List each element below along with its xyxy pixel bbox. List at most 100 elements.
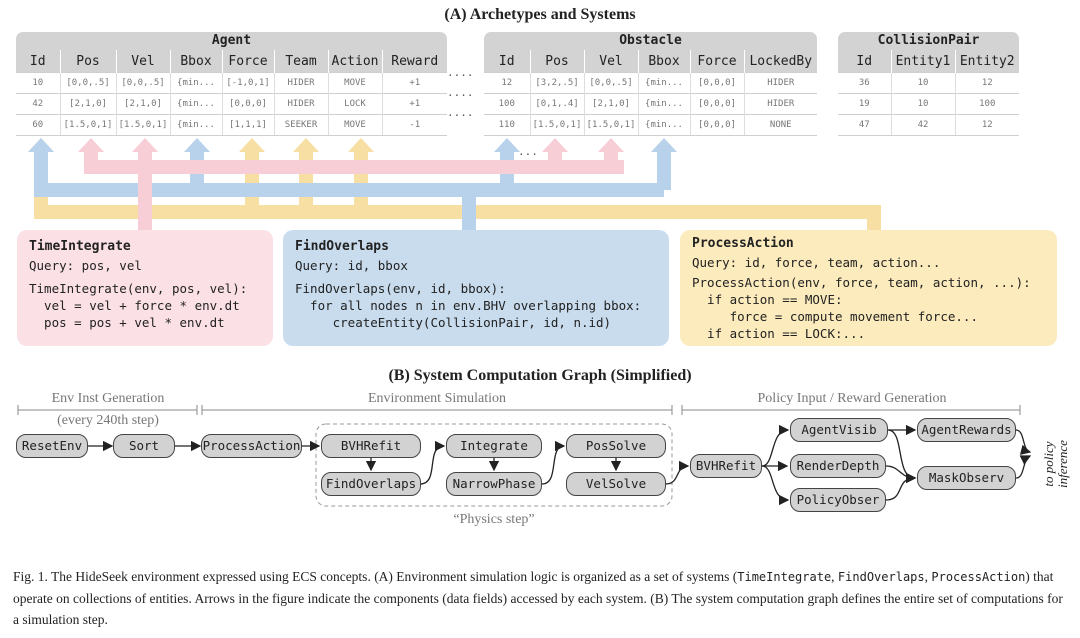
- agent-table-ellipsis: ....: [447, 106, 474, 119]
- phase-env-inst-note: (every 240th step): [57, 413, 159, 428]
- code-line: pos = pos + vel * env.dt: [29, 315, 225, 330]
- table-cell: [3,2,.5]: [529, 72, 584, 94]
- table-cell: -1: [381, 114, 447, 136]
- column-header: Bbox: [169, 50, 222, 73]
- code-line: for all nodes n in env.BHV overlapping b…: [295, 298, 642, 313]
- agent-table-ellipsis: ....: [447, 66, 474, 79]
- node-sort: Sort: [113, 434, 175, 458]
- code-line: vel = vel + force * env.dt: [29, 298, 240, 313]
- table-row: 110[1.5,0,1][1.5,0,1]{min...[0,0,0]NONE: [484, 114, 817, 136]
- phase-env-inst-label: Env Inst Generation: [51, 391, 165, 406]
- collision-pair-table-title: CollisionPair: [838, 32, 1019, 50]
- table-cell: MOVE: [327, 72, 382, 94]
- table-cell: {min...: [637, 114, 690, 136]
- to-policy-inference-label: to policy inference: [1030, 430, 1080, 490]
- column-header: Reward: [381, 50, 447, 73]
- column-header: Vel: [115, 50, 170, 73]
- caption-code: TimeIntegrate: [737, 570, 832, 584]
- node-find-overlaps: FindOverlaps: [321, 472, 421, 496]
- phase-policy-label: Policy Input / Reward Generation: [757, 391, 947, 406]
- section-b-title: (B) System Computation Graph (Simplified…: [388, 367, 692, 384]
- caption-text: ,: [924, 569, 932, 584]
- node-vel-solve: VelSolve: [566, 472, 666, 496]
- table-cell: [1.5,0,1]: [529, 114, 584, 136]
- table-cell: 10: [890, 72, 955, 94]
- column-header: Pos: [529, 50, 584, 73]
- column-header: LockedBy: [743, 50, 817, 73]
- column-header: Entity1: [890, 50, 955, 73]
- table-cell: {min...: [169, 93, 222, 115]
- obstacle-table: Obstacle Id Pos Vel Bbox Force LockedBy …: [484, 32, 817, 136]
- table-cell: HIDER: [273, 72, 328, 94]
- table-cell: [0,0,.5]: [583, 72, 638, 94]
- to-policy-label: to policy: [1041, 441, 1056, 487]
- table-cell: HIDER: [743, 72, 817, 94]
- process-action-system: ProcessAction Query: id, force, team, ac…: [680, 230, 1057, 346]
- code-line: force = compute movement force...: [692, 309, 978, 324]
- table-cell: [0,0,0]: [689, 72, 744, 94]
- table-cell: [0,0,0]: [689, 114, 744, 136]
- time-integrate-system: TimeIntegrate Query: pos, vel TimeIntegr…: [17, 230, 273, 346]
- column-header: Action: [327, 50, 382, 73]
- figure-caption: Fig. 1. The HideSeek environment express…: [13, 566, 1068, 630]
- table-cell: 10: [890, 93, 955, 115]
- table-row: 12[3,2,.5][0,0,.5]{min...[0,0,0]HIDER: [484, 72, 817, 94]
- table-row: 100[0,1,.4][2,1,0]{min...[0,0,0]HIDER: [484, 93, 817, 115]
- table-cell: 12: [484, 72, 530, 94]
- caption-code: FindOverlaps: [837, 570, 925, 584]
- table-cell: 36: [838, 72, 891, 94]
- agent-table-title: Agent: [16, 32, 447, 50]
- table-cell: NONE: [743, 114, 817, 136]
- node-pos-solve: PosSolve: [566, 434, 666, 458]
- table-cell: [-1,0,1]: [221, 72, 274, 94]
- table-cell: 100: [484, 93, 530, 115]
- code-line: TimeIntegrate(env, pos, vel):: [29, 281, 248, 296]
- caption-code: ProcessAction: [931, 570, 1026, 584]
- code-line: createEntity(CollisionPair, id, n.id): [295, 315, 612, 330]
- node-bvh-refit-1: BVHRefit: [321, 434, 421, 458]
- pink-arrows: [78, 138, 624, 230]
- table-cell: 47: [838, 114, 891, 136]
- column-header: Id: [838, 50, 891, 73]
- node-reset-env: ResetEnv: [16, 434, 88, 458]
- table-cell: [2,1,0]: [115, 93, 170, 115]
- table-cell: 10: [16, 72, 60, 94]
- table-cell: [1.5,0,1]: [115, 114, 170, 136]
- table-cell: [0,0,0]: [221, 93, 274, 115]
- code-line: FindOverlaps(env, id, bbox):: [295, 281, 506, 296]
- code-line: if action == LOCK:...: [692, 326, 866, 341]
- computation-graph-edges: [17, 405, 1032, 507]
- node-process-action: ProcessAction: [201, 434, 302, 458]
- node-policy-obser: PolicyObser: [790, 488, 886, 512]
- table-cell: MOVE: [327, 114, 382, 136]
- arrow-ellipsis: ...: [518, 145, 538, 158]
- table-cell: [0,0,.5]: [115, 72, 170, 94]
- column-header: Id: [484, 50, 530, 73]
- column-header: Team: [273, 50, 328, 73]
- table-cell: 100: [954, 93, 1019, 115]
- agent-table-ellipsis: ....: [447, 86, 474, 99]
- physics-step-label: “Physics step”: [453, 512, 535, 527]
- section-a-title: (A) Archetypes and Systems: [444, 6, 636, 23]
- table-cell: 12: [954, 72, 1019, 94]
- code-line: if action == MOVE:: [692, 292, 843, 307]
- column-header: Bbox: [637, 50, 690, 73]
- system-title: TimeIntegrate: [29, 239, 131, 254]
- table-cell: [0,0,.5]: [59, 72, 116, 94]
- code-line: ProcessAction(env, force, team, action, …: [692, 275, 1031, 290]
- table-cell: 12: [954, 114, 1019, 136]
- table-cell: 60: [16, 114, 60, 136]
- table-cell: 110: [484, 114, 530, 136]
- system-title: ProcessAction: [692, 236, 794, 251]
- node-integrate: Integrate: [446, 434, 542, 458]
- table-cell: +1: [381, 93, 447, 115]
- node-narrow-phase: NarrowPhase: [446, 472, 542, 496]
- caption-text: Fig. 1. The HideSeek environment express…: [13, 569, 738, 584]
- table-cell: SEEKER: [273, 114, 328, 136]
- table-cell: [2,1,0]: [583, 93, 638, 115]
